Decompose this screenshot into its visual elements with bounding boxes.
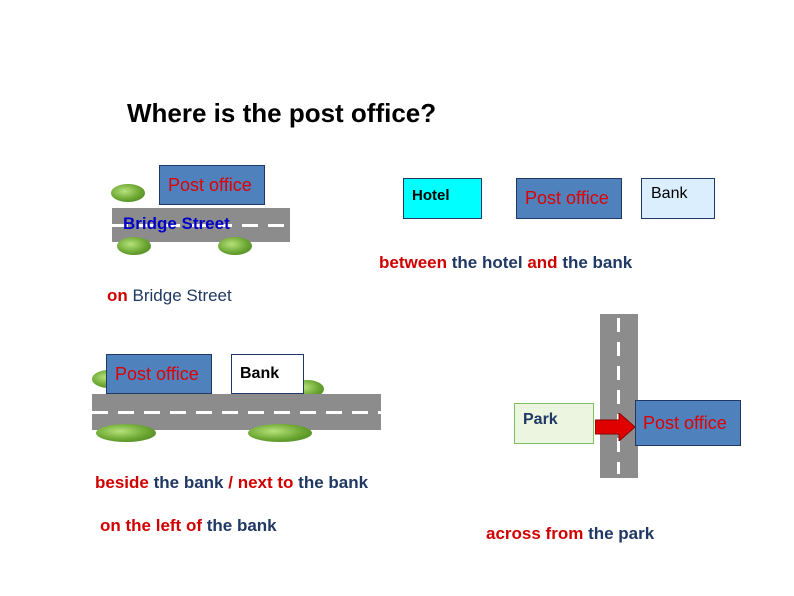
post-office-box: Post office	[516, 178, 622, 219]
arrow-right-icon	[595, 413, 636, 441]
bank-box: Bank	[231, 354, 304, 394]
post-office-label: Post office	[168, 174, 252, 195]
park-box: Park	[514, 403, 594, 444]
caption-on-street: on Bridge Street	[107, 286, 232, 305]
road-lane-marking	[617, 318, 620, 474]
post-office-box: Post office	[106, 354, 212, 394]
post-office-box: Post office	[159, 165, 265, 205]
caption-between: between the hotel and the bank	[379, 253, 633, 272]
tree-icon	[248, 424, 312, 442]
tree-icon	[117, 237, 151, 255]
page-title: Where is the post office?	[127, 98, 437, 128]
road-lane-marking	[92, 411, 381, 414]
tree-icon	[111, 184, 145, 202]
caption-beside: beside the bank / next to the bank	[95, 473, 369, 492]
bank-box: Bank	[641, 178, 715, 219]
street-label: Bridge Street	[123, 214, 230, 233]
tree-icon	[218, 237, 252, 255]
caption-left-of: on the left of the bank	[100, 516, 277, 535]
post-office-box: Post office	[635, 400, 741, 446]
caption-across: across from the park	[486, 524, 655, 543]
tree-icon	[96, 424, 156, 442]
hotel-box: Hotel	[403, 178, 482, 219]
road-lane-marking	[112, 224, 290, 227]
